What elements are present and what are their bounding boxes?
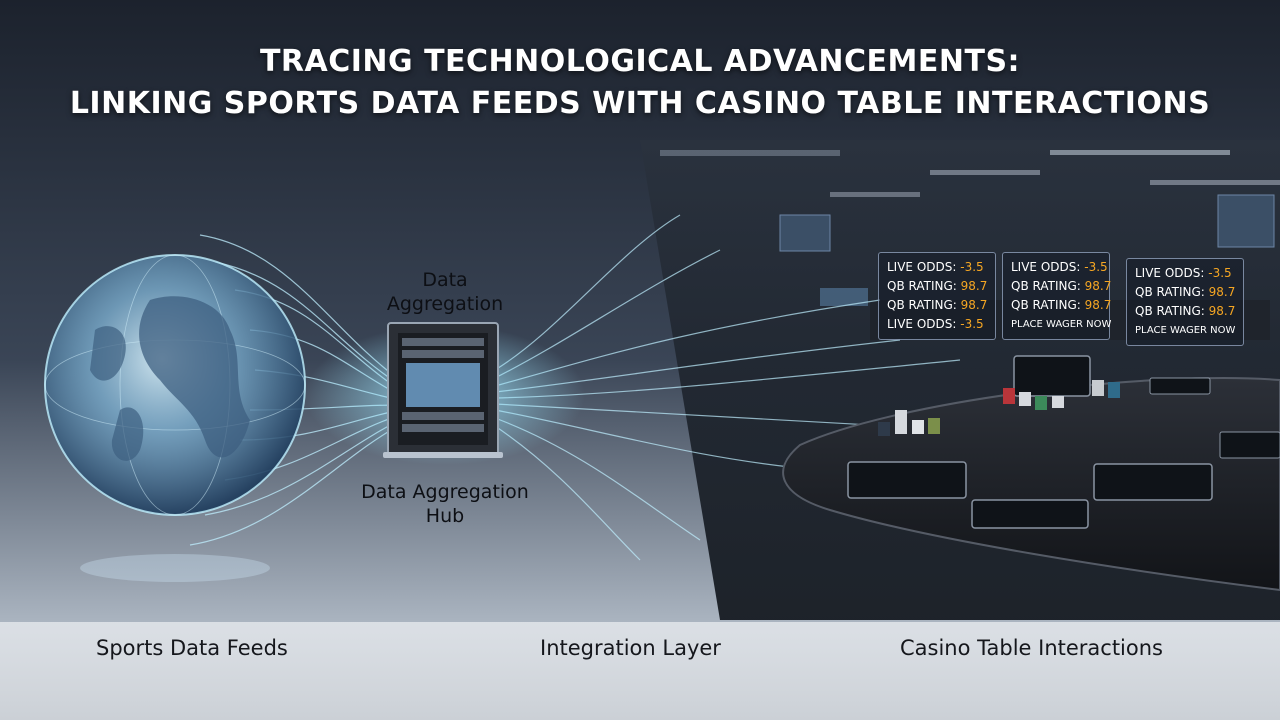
overlay-row: LIVE ODDS: -3.5 [887, 260, 984, 274]
section-label-sports: Sports Data Feeds [96, 636, 288, 660]
hub-bottom-label-line-1: Data Aggregation [361, 481, 529, 503]
overlay-row: QB RATING: 98.7 [1135, 304, 1236, 318]
data-hub-device [305, 322, 585, 465]
place-wager-label: PLACE WAGER NOW [1011, 319, 1112, 330]
hub-top-label-line-1: Data [422, 269, 468, 291]
hub-top-label: Data Aggregation [345, 268, 545, 316]
odds-overlay-panel-3: LIVE ODDS: -3.5 QB RATING: 98.7 QB RATIN… [1126, 258, 1244, 346]
overlay-row: LIVE ODDS: -3.5 [1135, 266, 1232, 280]
title-line-1: TRACING TECHNOLOGICAL ADVANCEMENTS: [259, 44, 1021, 79]
odds-overlay-panel-1: LIVE ODDS: -3.5 QB RATING: 98.7 QB RATIN… [878, 252, 996, 340]
hub-bottom-label: Data Aggregation Hub [340, 480, 550, 528]
odds-overlay-panel-2: LIVE ODDS: -3.5 QB RATING: 98.7 QB RATIN… [1002, 252, 1112, 340]
overlay-row: QB RATING: 98.7 [1135, 285, 1236, 299]
title-line-2: LINKING SPORTS DATA FEEDS WITH CASINO TA… [69, 86, 1211, 121]
overlay-row: QB RATING: 98.7 [887, 298, 988, 312]
overlay-row: QB RATING: 98.7 [1011, 279, 1112, 293]
section-label-integration: Integration Layer [540, 636, 721, 660]
overlay-row: QB RATING: 98.7 [887, 279, 988, 293]
section-label-casino: Casino Table Interactions [900, 636, 1163, 660]
chip-stacks [878, 380, 1120, 436]
overlay-row: LIVE ODDS: -3.5 [1011, 260, 1108, 274]
place-wager-label: PLACE WAGER NOW [1135, 325, 1236, 336]
overlay-row: QB RATING: 98.7 [1011, 298, 1112, 312]
hub-bottom-label-line-2: Hub [425, 505, 465, 527]
hub-top-label-line-2: Aggregation [386, 293, 504, 315]
casino-table [782, 355, 1280, 592]
overlay-row: LIVE ODDS: -3.5 [887, 317, 984, 331]
globe-icon [44, 254, 306, 582]
